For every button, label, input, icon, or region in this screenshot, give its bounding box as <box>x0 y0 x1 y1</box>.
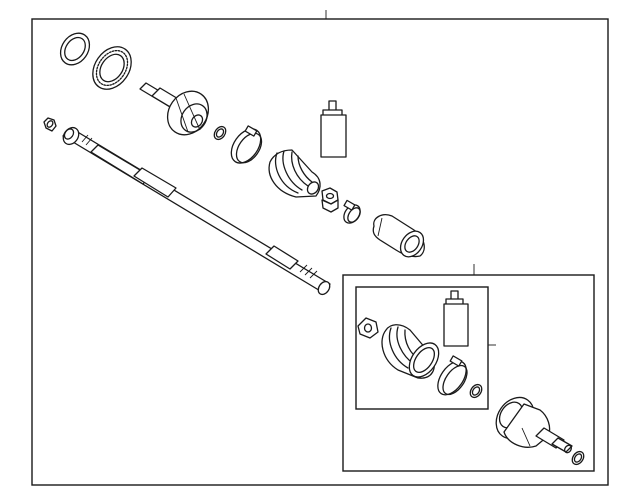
kit-clamp <box>437 355 468 396</box>
kit-boot <box>357 317 440 379</box>
large-boot-clamp <box>230 125 263 164</box>
kit-seal-ring <box>469 383 483 399</box>
outer-boot <box>268 149 321 198</box>
kit-subframe <box>355 286 496 410</box>
tone-ring <box>92 46 132 90</box>
nut <box>321 187 339 213</box>
kit-inner-joint <box>495 396 573 454</box>
kit-end-seal <box>571 450 585 466</box>
kit-frame <box>342 264 595 472</box>
snap-ring-outer <box>59 32 91 66</box>
inner-joint-housing <box>372 214 425 258</box>
end-nut <box>43 117 57 132</box>
axle-shaft <box>62 126 331 296</box>
small-seal-ring <box>213 125 227 141</box>
outer-frame <box>31 10 609 486</box>
kit-grease-bottle <box>443 290 469 347</box>
small-boot-clamp <box>343 199 361 224</box>
grease-bottle <box>320 100 347 158</box>
outer-cv-joint <box>139 82 210 136</box>
